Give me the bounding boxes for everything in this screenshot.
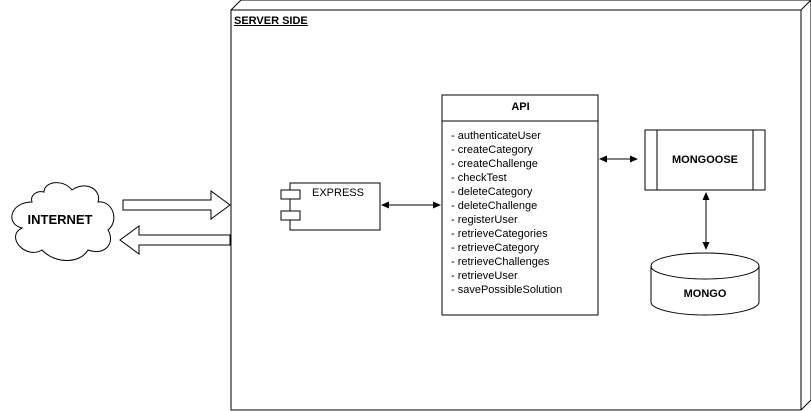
api-method: - deleteChallenge — [451, 200, 538, 212]
outgoing-response-arrow — [119, 225, 231, 255]
internet-cloud — [11, 182, 115, 261]
mongoose-box — [644, 129, 766, 191]
mongo-label: MONGO — [683, 288, 727, 300]
component-port-bottom — [280, 210, 301, 221]
api-method: - deleteCategory — [451, 186, 533, 198]
api-class-box — [441, 94, 599, 316]
api-method: - createChallenge — [451, 158, 538, 170]
api-method: - retrieveCategory — [451, 242, 540, 254]
api-method: - authenticateUser — [451, 130, 541, 142]
api-method: - savePossibleSolution — [451, 284, 563, 296]
api-method: - checkTest — [451, 172, 507, 184]
api-method-list: - authenticateUser - createCategory - cr… — [451, 129, 562, 297]
express-component — [280, 182, 381, 231]
server-side-title: SERVER SIDE — [234, 15, 308, 27]
incoming-request-arrow — [122, 190, 231, 220]
api-method: - createCategory — [451, 144, 533, 156]
api-title: API — [511, 101, 530, 113]
internet-label: INTERNET — [27, 212, 93, 227]
api-method: - retrieveChallenges — [451, 256, 550, 268]
api-method: - retrieveUser — [451, 270, 518, 282]
mongo-database-cylinder — [650, 252, 760, 316]
api-method: - registerUser — [451, 214, 518, 226]
component-port-top — [280, 189, 301, 200]
express-label: EXPRESS — [312, 187, 364, 199]
api-method: - retrieveCategories — [451, 228, 548, 240]
mongoose-label: MONGOOSE — [671, 154, 738, 166]
